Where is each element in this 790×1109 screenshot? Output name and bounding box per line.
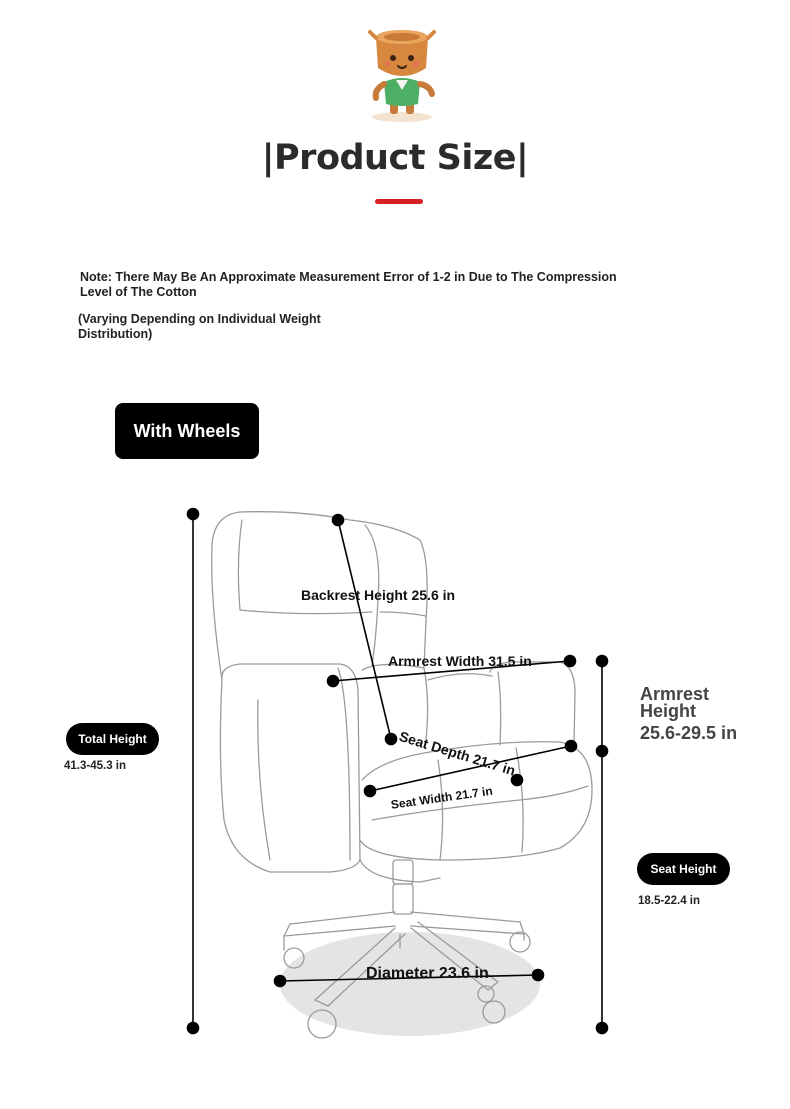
total-height-value: 41.3-45.3 in bbox=[64, 760, 127, 772]
measurement-note-sub: (Varying Depending on Individual Weight … bbox=[78, 312, 321, 341]
seat-height-value: 18.5-22.4 in bbox=[638, 895, 701, 907]
measurement-note: Note: There May Be An Approximate Measur… bbox=[80, 270, 617, 299]
seat-height-badge: Seat Height bbox=[637, 853, 730, 885]
title-underline bbox=[375, 199, 423, 204]
armrest-height-value: 25.6-29.5 in bbox=[640, 723, 738, 743]
total-height-badge: Total Height bbox=[66, 723, 159, 755]
dimension-lines bbox=[186, 507, 609, 1035]
armrest-width-label: Armrest Width 31.5 in bbox=[388, 653, 532, 669]
with-wheels-badge: With Wheels bbox=[115, 403, 259, 459]
diameter-label: Diameter 23.6 in bbox=[366, 965, 489, 982]
tree-stump-mascot-icon bbox=[368, 30, 436, 122]
page-title: |Product Size| bbox=[261, 138, 529, 178]
armrest-height-label: Armrest Height bbox=[640, 684, 710, 721]
office-chair-outline bbox=[211, 511, 593, 1039]
backrest-height-label: Backrest Height 25.6 in bbox=[301, 587, 456, 603]
